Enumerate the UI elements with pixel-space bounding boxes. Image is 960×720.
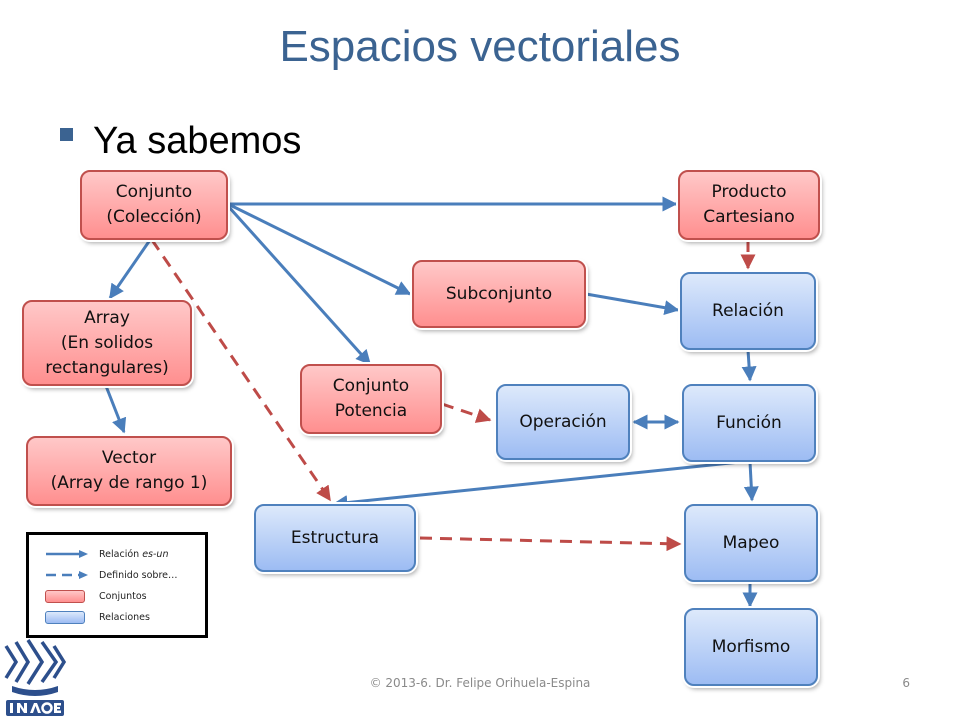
- legend-sets: Conjuntos: [45, 587, 147, 605]
- arrow-relacion-funcion: [741, 349, 757, 382]
- legend-sets-label: Conjuntos: [99, 590, 147, 602]
- dashed-arrow-estructura-mapeo: [419, 536, 682, 552]
- legend-relations: Relaciones: [45, 608, 150, 626]
- legend-box: Relación es-un Definido sobre… Conjuntos…: [26, 532, 208, 638]
- node-funcion: Función: [682, 384, 816, 462]
- legend-defined-on-label: Definido sobre…: [99, 569, 178, 581]
- node-producto-cartesiano: Producto Cartesiano: [678, 170, 820, 240]
- footer-copyright: © 2013-6. Dr. Felipe Orihuela-Espina: [369, 676, 591, 690]
- legend-is-a-emphasis: es-un: [142, 548, 169, 560]
- node-conjunto-potencia: Conjunto Potencia: [300, 364, 442, 434]
- slide-title: Espacios vectoriales: [279, 22, 681, 71]
- dashed-arrow-icon: [46, 571, 88, 579]
- node-conjunto: Conjunto (Colección): [80, 170, 228, 240]
- bullet-text: Ya sabemos: [93, 120, 302, 162]
- node-array: Array (En solidos rectangulares): [22, 300, 192, 386]
- arrow-array-vector: [104, 385, 127, 434]
- arrow-conjunto-array: [108, 239, 152, 300]
- page-number: 6: [902, 676, 910, 690]
- node-vector: Vector (Array de rango 1): [26, 436, 232, 506]
- arrow-funcion-estructura: [332, 460, 741, 511]
- arrow-conjunto-potencia: [226, 204, 372, 366]
- inaoe-logo-icon: [4, 639, 67, 716]
- red-swatch-icon: [45, 589, 85, 603]
- legend-relations-label: Relaciones: [99, 611, 150, 623]
- dashed-arrow-conjunto-estructura: [150, 239, 332, 502]
- arrow-funcion-mapeo: [743, 461, 759, 502]
- node-subconjunto: Subconjunto: [412, 260, 586, 328]
- node-morfismo: Morfismo: [684, 608, 818, 686]
- blue-arrow-icon: [46, 550, 88, 558]
- bullet-square-icon: [60, 128, 73, 141]
- bullet-item: Ya sabemos: [60, 120, 301, 163]
- legend-is-a: Relación es-un: [45, 545, 168, 563]
- node-mapeo: Mapeo: [684, 504, 818, 582]
- arrow-subconjunto-relacion: [585, 292, 680, 316]
- legend-is-a-label: Relación: [99, 548, 143, 560]
- node-operacion: Operación: [496, 384, 630, 460]
- node-relacion: Relación: [680, 272, 816, 350]
- legend-defined-on: Definido sobre…: [45, 566, 178, 584]
- arrow-conjunto-subconjunto: [227, 202, 412, 296]
- node-estructura: Estructura: [254, 504, 416, 572]
- blue-swatch-icon: [45, 610, 85, 624]
- dashed-arrow-potencia-operacion: [441, 402, 492, 423]
